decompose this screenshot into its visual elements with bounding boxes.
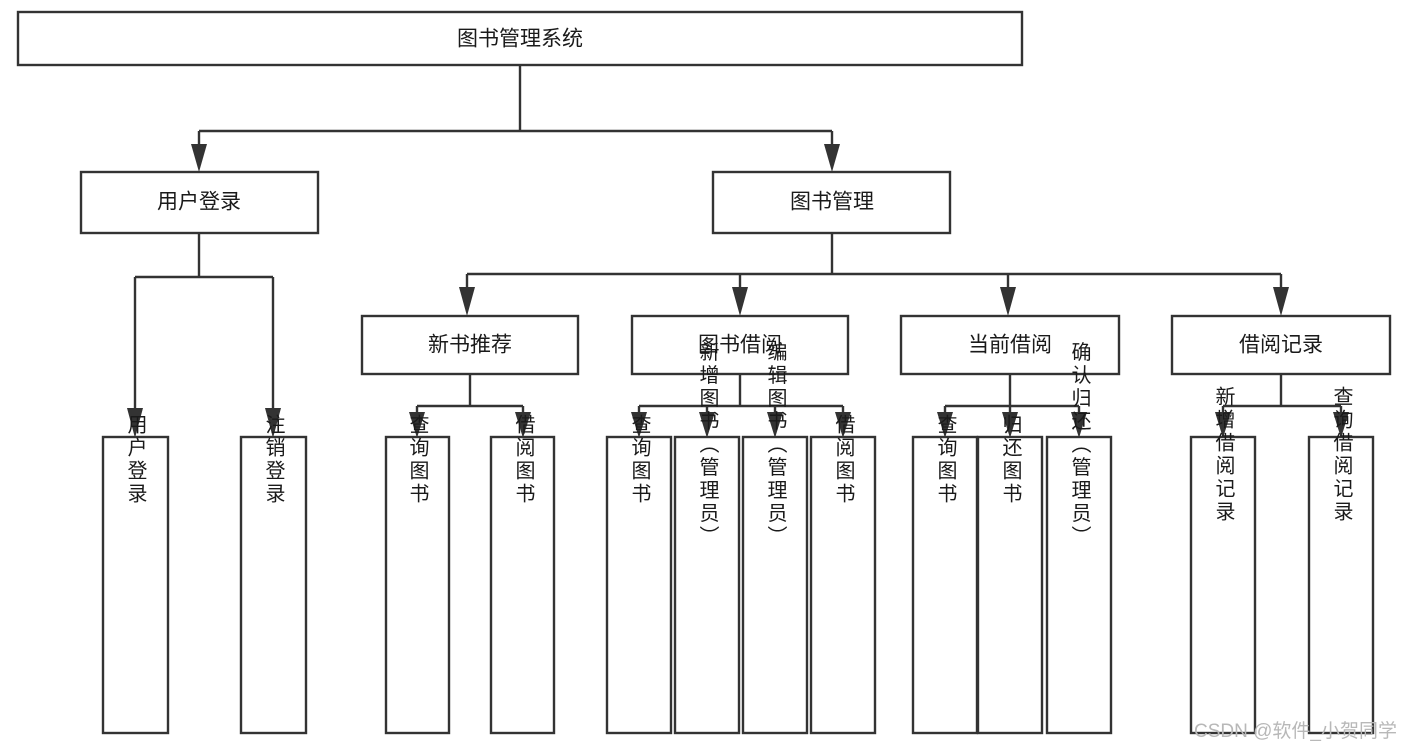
leaf-node[interactable]: 借阅图书 [489, 414, 556, 735]
arrow-head-leaf-user-login-1 [127, 408, 143, 438]
node-user-login-box[interactable] [79, 170, 320, 235]
arrow-head-user-login [191, 144, 207, 172]
leaf-cb-2-label: 归还图书 [999, 414, 1022, 506]
leaf-cb-1-label: 查询图书 [934, 414, 957, 506]
node-root-box[interactable] [16, 10, 1024, 67]
connector-group-root [191, 65, 840, 172]
leaf-bb-1-box[interactable] [605, 435, 673, 735]
leaf-br-2-box[interactable] [1307, 435, 1375, 735]
arrow-head-leaf-br-1 [1215, 412, 1231, 438]
leaf-user-login-1-label: 用户登录 [124, 414, 147, 506]
arrow-head-leaf-nbr-1 [409, 412, 425, 438]
leaf-nbr-1-box[interactable] [384, 435, 451, 735]
node-current-borrow-box[interactable] [899, 314, 1121, 376]
leaf-node[interactable]: 新增图书（管理员） [673, 341, 741, 735]
node-new-book-recommend-box[interactable] [360, 314, 580, 376]
node-book-borrow-label: 图书借阅 [698, 334, 782, 357]
arrow-head-leaf-bb-2 [699, 412, 715, 438]
leaf-bb-4-box[interactable] [809, 435, 877, 735]
connector-group-user-login [127, 233, 281, 438]
leaf-bb-4-label: 借阅图书 [832, 414, 855, 506]
leaf-user-login-2-label: 注销登录 [262, 414, 285, 506]
arrow-head-leaf-nbr-2 [515, 412, 531, 438]
leaf-bb-1-label: 查询图书 [628, 414, 651, 506]
leaf-cb-1-box[interactable] [911, 435, 979, 735]
node-borrow-record-label: 借阅记录 [1239, 334, 1323, 357]
node-new-book-recommend[interactable]: 新书推荐 [360, 314, 580, 376]
leaf-node[interactable]: 查询图书 [605, 414, 673, 735]
node-borrow-record-box[interactable] [1170, 314, 1392, 376]
node-book-borrow[interactable]: 图书借阅 [630, 314, 850, 376]
connector-group-current-borrow [937, 374, 1087, 438]
leaf-node[interactable]: 查询图书 [384, 414, 451, 735]
node-book-manage-box[interactable] [711, 170, 952, 235]
connector-group-book-manage [459, 233, 1289, 316]
leaf-user-login-2-box[interactable] [239, 435, 308, 735]
leaf-node[interactable]: 确认归还（管理员） [1045, 341, 1113, 735]
leaf-cb-3-label: 确认归还（管理员） [1068, 341, 1091, 548]
connector-group-book-borrow [631, 374, 851, 438]
node-current-borrow[interactable]: 当前借阅 [899, 314, 1121, 376]
node-user-login[interactable]: 用户登录 [79, 170, 320, 235]
leaf-nbr-1-label: 查询图书 [406, 414, 429, 506]
leaf-cb-2-box[interactable] [976, 435, 1044, 735]
leaf-node[interactable]: 新增借阅记录 [1189, 386, 1257, 735]
arrow-head-new-book [459, 287, 475, 316]
leaf-bb-3-label: 编辑图书（管理员） [764, 341, 787, 548]
arrow-head-leaf-cb-2 [1002, 412, 1018, 438]
leaf-bb-2-box[interactable] [673, 435, 741, 735]
leaf-bb-3-box[interactable] [741, 435, 809, 735]
arrow-head-leaf-bb-1 [631, 412, 647, 438]
leaf-nbr-2-label: 借阅图书 [512, 414, 535, 506]
leaf-nbr-2-box[interactable] [489, 435, 556, 735]
leaf-br-1-label: 新增借阅记录 [1212, 386, 1235, 524]
leaf-br-1-box[interactable] [1189, 435, 1257, 735]
arrow-head-leaf-cb-3 [1071, 412, 1087, 438]
node-current-borrow-label: 当前借阅 [968, 334, 1052, 357]
connector-group-borrow-record [1215, 374, 1349, 438]
node-new-book-recommend-label: 新书推荐 [428, 334, 512, 357]
node-user-login-label: 用户登录 [157, 191, 241, 214]
arrow-head-book-borrow [732, 287, 748, 316]
arrow-head-leaf-br-2 [1333, 412, 1349, 438]
node-borrow-record[interactable]: 借阅记录 [1170, 314, 1392, 376]
leaf-br-2-label: 查询借阅记录 [1330, 386, 1353, 524]
leaf-cb-3-box[interactable] [1045, 435, 1113, 735]
leaf-node[interactable]: 编辑图书（管理员） [741, 341, 809, 735]
node-root-label: 图书管理系统 [457, 28, 583, 51]
node-book-manage[interactable]: 图书管理 [711, 170, 952, 235]
leaf-node[interactable]: 注销登录 [239, 414, 308, 735]
leaf-node[interactable]: 查询借阅记录 [1307, 386, 1375, 735]
arrow-head-book-manage [824, 144, 840, 172]
arrow-head-current-borrow [1000, 287, 1016, 316]
leaf-node[interactable]: 归还图书 [976, 414, 1044, 735]
arrow-head-leaf-bb-3 [767, 412, 783, 438]
node-root[interactable]: 图书管理系统 [16, 10, 1024, 67]
leaf-bb-2-label: 新增图书（管理员） [696, 341, 719, 548]
arrow-head-borrow-record [1273, 287, 1289, 316]
leaf-user-login-1-box[interactable] [101, 435, 170, 735]
arrow-head-leaf-bb-4 [835, 412, 851, 438]
leaf-node[interactable]: 用户登录 [101, 414, 170, 735]
leaf-node[interactable]: 借阅图书 [809, 414, 877, 735]
arrow-head-leaf-cb-1 [937, 412, 953, 438]
leaf-node[interactable]: 查询图书 [911, 414, 979, 735]
connector-group-new-book-recommend [409, 374, 531, 438]
arrow-head-leaf-user-login-2 [265, 408, 281, 438]
node-book-borrow-box[interactable] [630, 314, 850, 376]
node-book-manage-label: 图书管理 [790, 191, 874, 214]
